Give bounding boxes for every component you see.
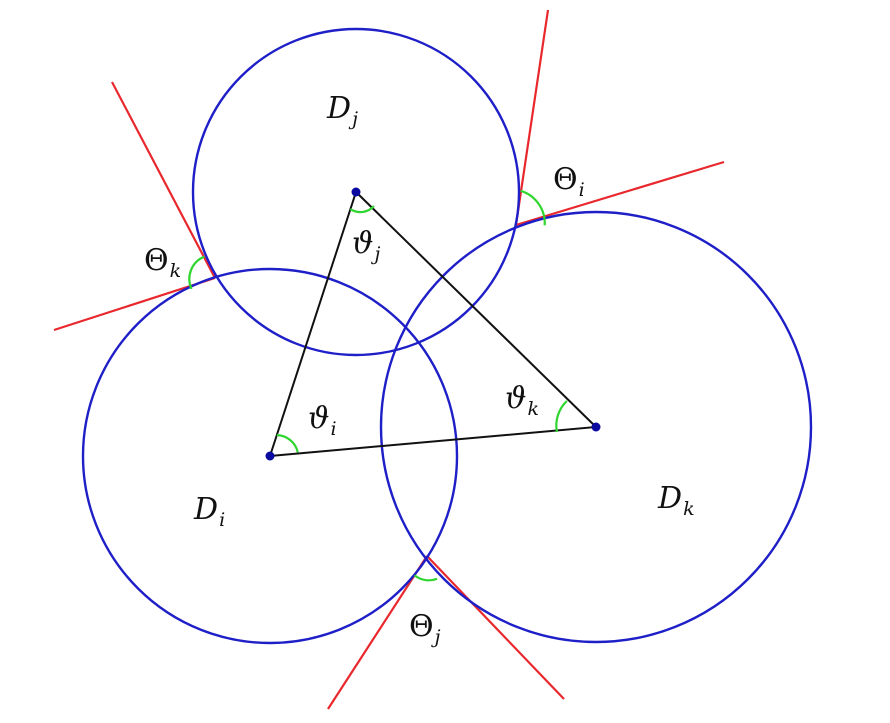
arc-vartheta-i (276, 434, 299, 453)
label-Dj-sub: j (352, 108, 358, 130)
label-Di: Di (194, 495, 225, 530)
arc-Theta-i (520, 189, 546, 226)
circle-Dj (191, 27, 521, 357)
center-triangle (268, 190, 599, 458)
tangent-line-j-right (426, 555, 565, 700)
label-Dj-base: D (327, 91, 352, 126)
label-Theta-k-sub: k (169, 260, 182, 282)
label-Theta-j-base: Θ (409, 609, 434, 644)
circle-Di (81, 267, 459, 645)
label-Theta-j: Θj (409, 612, 441, 647)
arc-vartheta-k (555, 400, 568, 433)
tangent-line-i-upper (514, 9, 550, 226)
angle-arcs (188, 189, 568, 582)
label-Dk-base: D (658, 481, 683, 516)
label-Theta-i-sub: i (578, 179, 585, 201)
arc-Theta-j (413, 574, 438, 582)
label-Di-sub: i (219, 509, 226, 531)
label-Theta-k: Θk (144, 246, 181, 281)
label-Dk: Dk (658, 484, 695, 519)
label-Theta-i: Θi (553, 165, 585, 200)
tangent-line-k-upper (111, 81, 216, 279)
arc-Theta-k (188, 255, 205, 290)
center-j (351, 187, 361, 197)
label-vartheta-i-base: ϑ (308, 401, 330, 436)
label-Dj: Dj (327, 94, 358, 129)
label-Dk-sub: k (683, 498, 695, 520)
center-k (591, 422, 601, 432)
label-vartheta-k-sub: k (527, 398, 539, 420)
label-vartheta-k: ϑk (505, 384, 539, 419)
label-Theta-k-base: Θ (144, 243, 169, 278)
label-vartheta-j-sub: j (374, 243, 381, 265)
label-Theta-j-sub: j (434, 626, 441, 648)
label-Di-base: D (194, 492, 219, 527)
tangent-line-j-left (327, 555, 428, 710)
label-Theta-i-base: Θ (553, 162, 578, 197)
tangent-lines (53, 9, 725, 710)
label-vartheta-i-sub: i (330, 418, 337, 440)
circle-Dk (379, 210, 813, 644)
label-vartheta-i: ϑi (308, 404, 337, 439)
disks (81, 27, 813, 645)
label-vartheta-j: ϑj (352, 229, 380, 264)
arc-vartheta-j (349, 205, 375, 214)
tangent-line-i-lower (515, 160, 725, 227)
label-vartheta-j-base: ϑ (352, 226, 374, 261)
disk-centers (265, 187, 601, 461)
center-i (265, 451, 275, 461)
label-vartheta-k-base: ϑ (505, 381, 527, 416)
